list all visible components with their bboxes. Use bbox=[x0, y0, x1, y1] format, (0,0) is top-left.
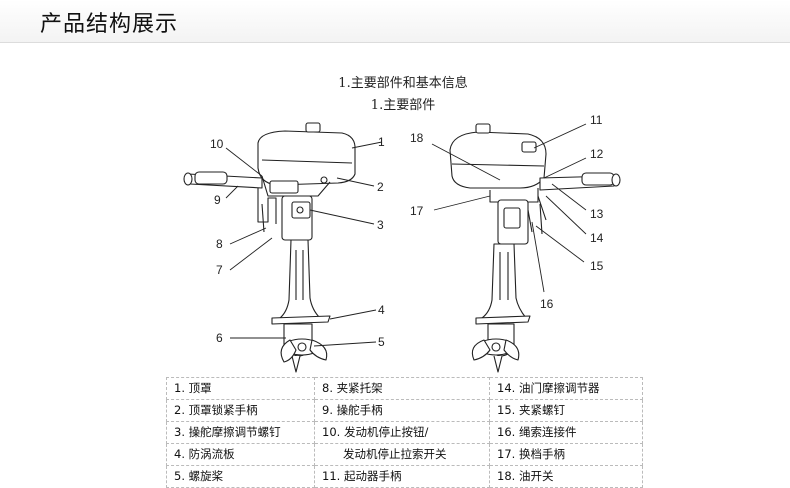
table-cell: 10. 发动机停止按钮/ bbox=[314, 421, 490, 444]
callout-8: 8 bbox=[216, 237, 223, 251]
table-cell: 14. 油门摩擦调节器 bbox=[489, 377, 643, 400]
table-row: 4. 防涡流板 发动机停止拉索开关 17. 换档手柄 bbox=[166, 443, 643, 466]
callout-2: 2 bbox=[377, 180, 384, 194]
right-motor-drawing bbox=[431, 123, 621, 373]
callout-1: 1 bbox=[378, 135, 385, 149]
callout-13: 13 bbox=[590, 207, 604, 221]
callout-5: 5 bbox=[378, 335, 385, 349]
table-row: 1. 顶罩 8. 夹紧托架 14. 油门摩擦调节器 bbox=[166, 377, 643, 400]
page-title: 产品结构展示 bbox=[40, 12, 179, 37]
callout-11: 11 bbox=[590, 113, 603, 127]
table-cell: 15. 夹紧螺钉 bbox=[489, 399, 643, 422]
table-cell: 3. 操舵摩擦调节螺钉 bbox=[166, 421, 315, 444]
callout-18: 18 bbox=[410, 131, 424, 145]
callout-9: 9 bbox=[214, 193, 221, 207]
callout-17: 17 bbox=[410, 204, 424, 218]
callout-15: 15 bbox=[590, 259, 604, 273]
table-cell: 5. 螺旋桨 bbox=[166, 465, 315, 488]
table-row: 5. 螺旋桨 11. 起动器手柄 18. 油开关 bbox=[166, 465, 643, 488]
callout-7: 7 bbox=[216, 263, 223, 277]
page-header: 产品结构展示 bbox=[0, 0, 790, 43]
table-cell: 2. 顶罩锁紧手柄 bbox=[166, 399, 315, 422]
callout-12: 12 bbox=[590, 147, 604, 161]
section-subtitle: 1.主要部件 bbox=[370, 98, 436, 113]
table-row: 2. 顶罩锁紧手柄 9. 操舵手柄 15. 夹紧螺钉 bbox=[166, 399, 643, 422]
callout-16: 16 bbox=[540, 297, 554, 311]
table-cell: 17. 换档手柄 bbox=[489, 443, 643, 466]
section-title: 1.主要部件和基本信息 bbox=[338, 76, 468, 91]
table-cell: 11. 起动器手柄 bbox=[314, 465, 490, 488]
table-cell: 16. 绳索连接件 bbox=[489, 421, 643, 444]
callout-3: 3 bbox=[377, 218, 384, 232]
parts-table: 1. 顶罩 8. 夹紧托架 14. 油门摩擦调节器 2. 顶罩锁紧手柄 9. 操… bbox=[166, 377, 643, 488]
table-cell: 8. 夹紧托架 bbox=[314, 377, 490, 400]
table-cell: 发动机停止拉索开关 bbox=[314, 443, 490, 466]
table-row: 3. 操舵摩擦调节螺钉 10. 发动机停止按钮/ 16. 绳索连接件 bbox=[166, 421, 643, 444]
left-motor-drawing bbox=[183, 122, 383, 373]
callout-10: 10 bbox=[210, 137, 224, 151]
table-cell: 4. 防涡流板 bbox=[166, 443, 315, 466]
callout-6: 6 bbox=[216, 331, 223, 345]
table-cell: 1. 顶罩 bbox=[166, 377, 315, 400]
table-cell: 9. 操舵手柄 bbox=[314, 399, 490, 422]
callout-14: 14 bbox=[590, 231, 604, 245]
callout-4: 4 bbox=[378, 303, 385, 317]
table-cell: 18. 油开关 bbox=[489, 465, 643, 488]
